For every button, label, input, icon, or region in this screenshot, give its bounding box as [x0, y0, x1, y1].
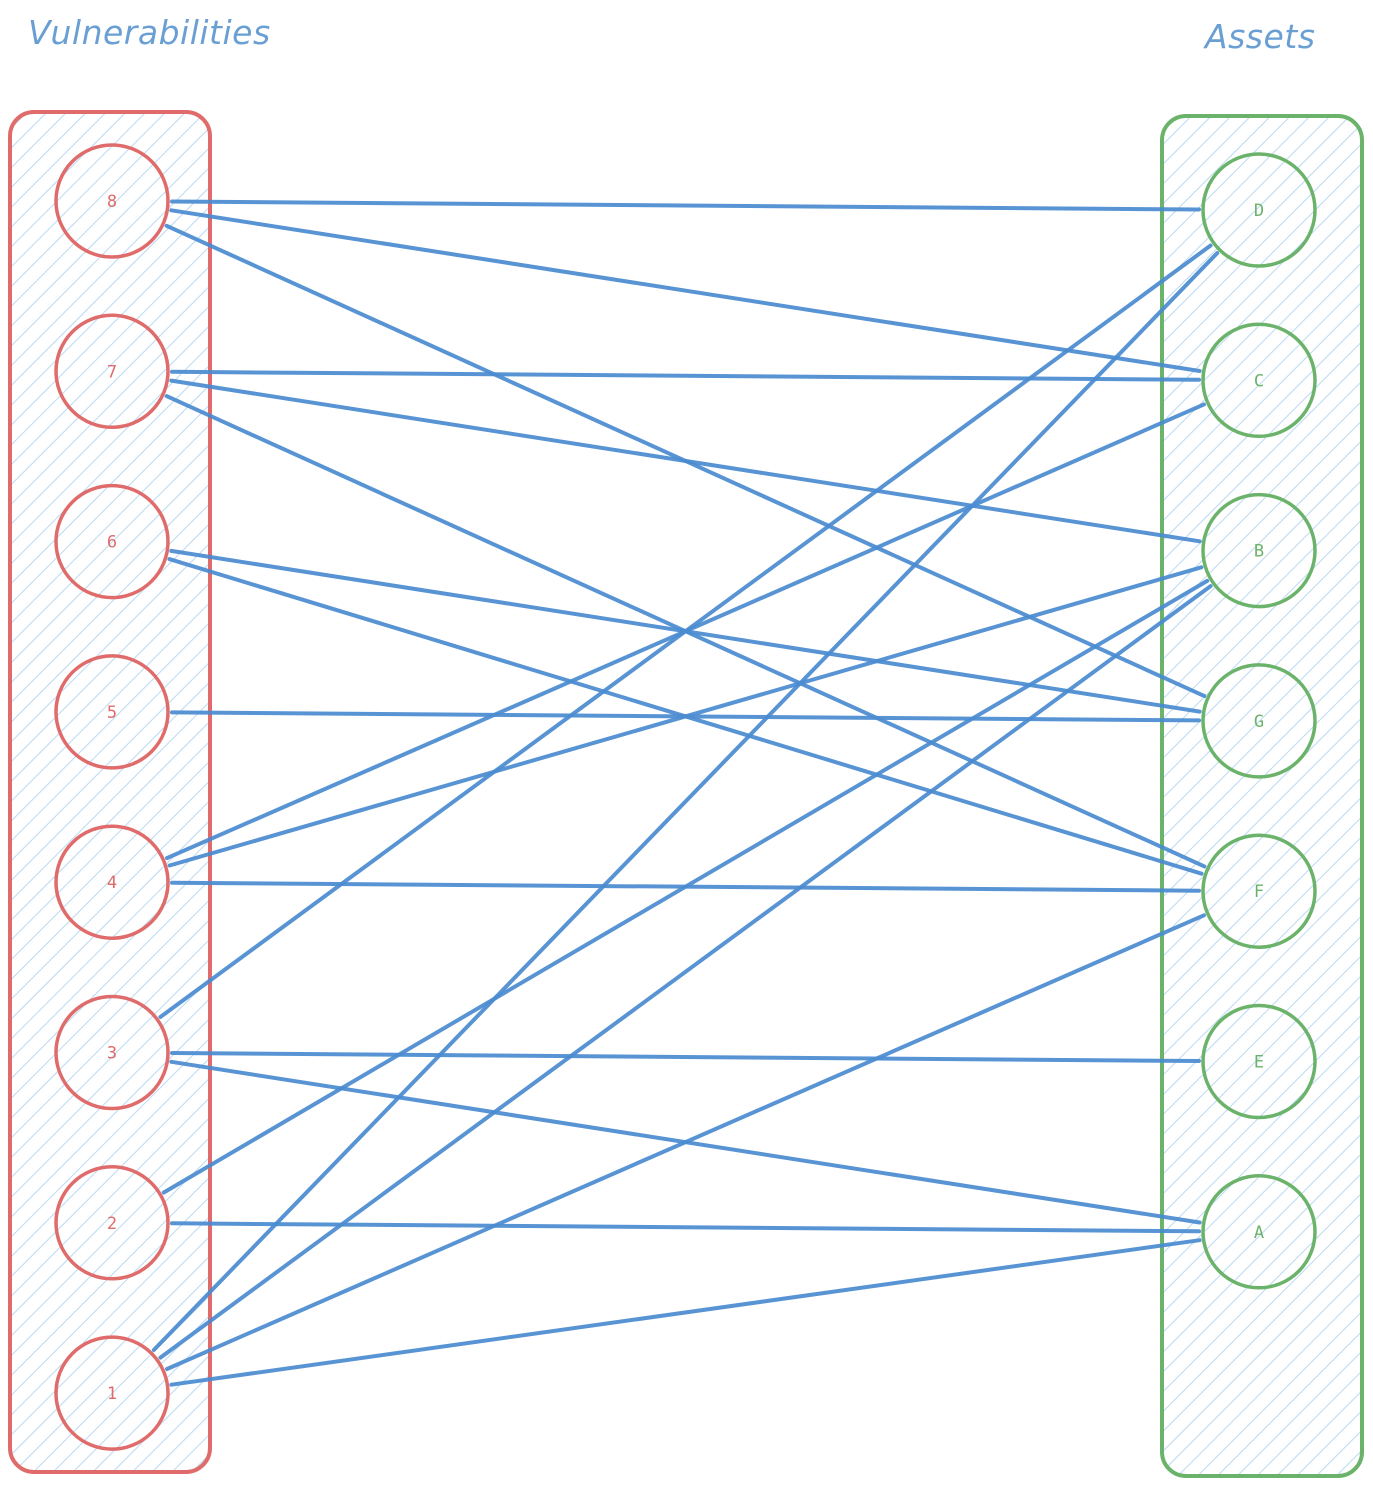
edge-1-F	[165, 913, 1206, 1371]
vulnerability-node-4[interactable]: 4	[54, 824, 170, 940]
vulnerabilities-title: Vulnerabilities	[28, 13, 271, 52]
asset-node-circle	[1201, 492, 1317, 609]
edge-7-B	[169, 378, 1202, 544]
asset-node-B[interactable]: B	[1201, 492, 1317, 609]
asset-node-G[interactable]: G	[1201, 663, 1317, 779]
asset-node-label: C	[1254, 371, 1264, 391]
vulnerability-node-label: 5	[107, 703, 117, 723]
edge-8-D	[170, 199, 1201, 212]
asset-node-label: B	[1254, 542, 1264, 562]
assets-group	[1160, 114, 1364, 1478]
edge-4-B	[167, 565, 1204, 868]
edge-3-D	[158, 243, 1213, 1019]
vulnerability-node-circle	[54, 483, 170, 600]
vulnerability-node-label: 2	[107, 1214, 117, 1234]
asset-node-circle	[1201, 833, 1317, 949]
edge-1-D	[151, 251, 1220, 1352]
vulnerability-node-1[interactable]: 1	[54, 1335, 170, 1451]
vulnerability-node-label: 6	[107, 533, 117, 553]
asset-node-label: A	[1254, 1223, 1264, 1243]
asset-node-circle	[1201, 1174, 1317, 1290]
edge-7-C	[170, 369, 1201, 382]
asset-nodes: D C B G F E A	[1201, 152, 1317, 1290]
vulnerability-node-circle	[54, 1335, 170, 1451]
asset-node-circle	[1201, 663, 1317, 779]
vulnerability-node-2[interactable]: 2	[54, 1165, 170, 1281]
vulnerability-node-8[interactable]: 8	[54, 143, 170, 259]
vulnerability-node-label: 7	[107, 362, 117, 382]
asset-node-label: G	[1254, 712, 1264, 732]
vulnerability-node-label: 3	[107, 1044, 117, 1064]
vulnerability-node-3[interactable]: 3	[54, 994, 170, 1111]
edge-2-B	[161, 578, 1210, 1195]
vulnerability-node-5[interactable]: 5	[54, 654, 170, 770]
vulnerability-node-7[interactable]: 7	[54, 313, 170, 430]
edge-1-B	[158, 584, 1213, 1360]
vulnerability-node-circle	[54, 1165, 170, 1281]
asset-node-label: D	[1254, 201, 1264, 221]
asset-node-C[interactable]: C	[1201, 322, 1317, 439]
vulnerability-node-label: 1	[107, 1384, 117, 1404]
asset-node-F[interactable]: F	[1201, 833, 1317, 949]
assets-title: Assets	[1203, 17, 1315, 56]
edge-8-C	[169, 208, 1202, 373]
vulnerability-node-label: 4	[107, 873, 117, 893]
vulnerability-node-circle	[54, 824, 170, 940]
edge-2-A	[170, 1221, 1201, 1234]
asset-node-A[interactable]: A	[1201, 1174, 1317, 1290]
vulnerability-node-label: 8	[107, 192, 117, 212]
vulnerability-node-circle	[54, 994, 170, 1111]
edge-3-E	[170, 1051, 1201, 1063]
vulnerability-node-circle	[54, 143, 170, 259]
asset-node-circle	[1201, 1003, 1317, 1120]
asset-node-label: E	[1254, 1053, 1264, 1073]
asset-node-E[interactable]: E	[1201, 1003, 1317, 1120]
vulnerability-node-6[interactable]: 6	[54, 483, 170, 600]
vulnerability-nodes: 8 7 6 5 4 3 2 1	[54, 143, 170, 1451]
edges-layer	[151, 199, 1220, 1387]
edge-1-A	[169, 1238, 1202, 1387]
asset-node-label: F	[1254, 882, 1264, 902]
vulnerabilities-group	[8, 110, 212, 1474]
asset-node-circle	[1201, 152, 1317, 268]
vulnerability-node-circle	[54, 313, 170, 430]
vulnerability-node-circle	[54, 654, 170, 770]
asset-node-circle	[1201, 322, 1317, 439]
asset-node-D[interactable]: D	[1201, 152, 1317, 268]
